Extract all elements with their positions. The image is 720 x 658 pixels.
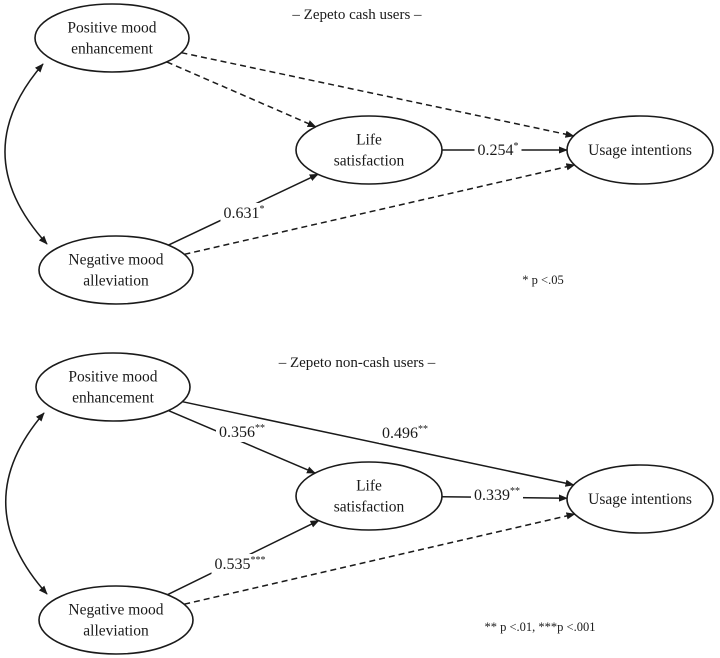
path-coefficient: 0.356** [216, 422, 268, 442]
significance-stars: * [260, 204, 265, 215]
coefficient-value: 0.254 [478, 142, 514, 159]
node-label: Negative mood [68, 602, 163, 619]
node-label: enhancement [71, 41, 153, 58]
significance-stars: ** [255, 423, 265, 434]
node-label: Life [356, 478, 382, 495]
path-coefficient: 0.631* [220, 203, 268, 223]
node-label: satisfaction [334, 499, 405, 516]
coefficient-value: 0.356 [219, 424, 255, 441]
path-nma-to-ui [184, 163, 576, 256]
node-label: Usage intentions [588, 142, 692, 159]
significance-stars: ** [418, 424, 428, 435]
node-ellipse [38, 235, 194, 305]
significance-stars: * [514, 141, 519, 152]
path-pme-to-ui [181, 51, 575, 138]
significance-note: ** p <.01, ***p <.001 [485, 620, 596, 634]
node-ls: Life satisfaction [295, 115, 443, 185]
path-coefficient: 0.496** [379, 423, 431, 443]
coefficient-value: 0.339 [474, 487, 510, 504]
node-ellipse [35, 352, 191, 422]
node-ellipse [566, 115, 714, 185]
node-ellipse [295, 461, 443, 531]
node-label: alleviation [83, 623, 149, 640]
coefficient-value: 0.631 [224, 205, 260, 222]
node-label: satisfaction [334, 153, 405, 170]
correlation-path [4, 63, 48, 245]
svg-text:0.631*: 0.631* [224, 204, 265, 222]
path-nma-to-ui [184, 512, 576, 605]
significance-stars: *** [251, 555, 266, 566]
node-ellipse [34, 3, 190, 73]
node-label: Positive mood [67, 20, 156, 37]
svg-text:0.339**: 0.339** [474, 486, 520, 504]
path-pme-to-ls [166, 61, 317, 128]
panel-title: – Zepeto non-cash users – [278, 355, 436, 371]
svg-text:0.254*: 0.254* [478, 141, 519, 159]
node-label: enhancement [72, 390, 154, 407]
node-nma: Negative mood alleviation [38, 585, 194, 655]
coefficient-value: 0.496 [382, 425, 418, 442]
panel-title: – Zepeto cash users – [291, 7, 422, 23]
node-label: Usage intentions [588, 491, 692, 508]
path-coefficient: 0.254* [474, 140, 522, 160]
node-ui: Usage intentions [566, 464, 714, 534]
significance-note: * p <.05 [522, 273, 563, 287]
node-ellipse [566, 464, 714, 534]
node-ls: Life satisfaction [295, 461, 443, 531]
coefficient-value: 0.535 [215, 556, 251, 573]
node-label: Positive mood [68, 369, 157, 386]
path-coefficient: 0.339** [471, 485, 523, 505]
node-ui: Usage intentions [566, 115, 714, 185]
correlation-path [5, 412, 48, 595]
node-label: alleviation [83, 273, 149, 290]
significance-stars: ** [510, 486, 520, 497]
path-coefficient: 0.535*** [211, 554, 269, 574]
node-ellipse [295, 115, 443, 185]
node-nma: Negative mood alleviation [38, 235, 194, 305]
node-ellipse [38, 585, 194, 655]
svg-text:0.496**: 0.496** [382, 424, 428, 442]
svg-text:0.535***: 0.535*** [215, 555, 266, 573]
node-label: Life [356, 132, 382, 149]
svg-text:0.356**: 0.356** [219, 423, 265, 441]
node-pme: Positive mood enhancement [34, 3, 190, 73]
path-pme-to-ui [182, 400, 575, 487]
node-pme: Positive mood enhancement [35, 352, 191, 422]
node-label: Negative mood [68, 252, 163, 269]
